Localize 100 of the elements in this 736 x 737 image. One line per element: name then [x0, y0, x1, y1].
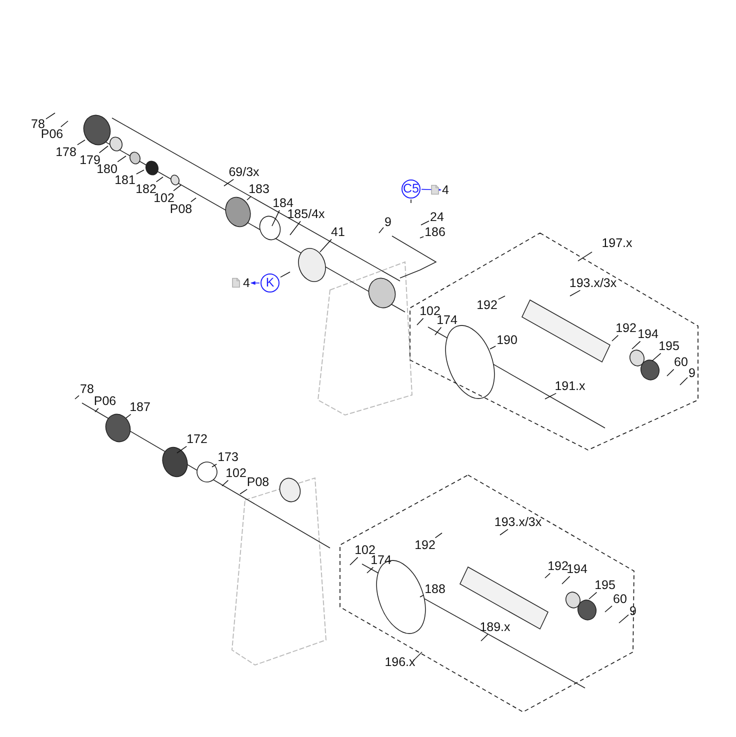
- leader-line: [173, 184, 182, 192]
- leader-line: [378, 227, 384, 234]
- leader-line: [420, 594, 424, 598]
- leader-line: [652, 352, 662, 362]
- callout-number: 41: [331, 226, 345, 238]
- callout-number: 60: [613, 592, 627, 606]
- callout-number: P06: [40, 128, 64, 140]
- leader-line: [562, 576, 570, 584]
- arrow: [421, 188, 442, 192]
- leader-line: [410, 199, 412, 204]
- leader-line: [498, 296, 506, 300]
- leader-line: [680, 377, 688, 386]
- leader-line: [74, 395, 80, 400]
- callout-number: 9: [688, 366, 696, 380]
- leader-line: [126, 414, 132, 418]
- callout-number: 173: [218, 450, 238, 464]
- leader-line: [434, 326, 442, 336]
- callout-number: 181: [114, 174, 136, 186]
- callout-number: 197.x: [602, 236, 632, 250]
- callout-number: 185/4x: [287, 208, 325, 220]
- callout-number: 182: [136, 182, 156, 196]
- leader-line: [420, 220, 430, 226]
- callout-number: 78: [80, 382, 94, 396]
- callout-number: P08: [170, 202, 192, 216]
- leader-line: [272, 210, 280, 226]
- reference-circle: C5: [402, 180, 420, 198]
- leader-line: [500, 528, 508, 536]
- arrow: [250, 281, 260, 285]
- leader-line: [320, 238, 332, 252]
- callout-number: 174: [370, 554, 392, 566]
- callout-number: 188: [424, 582, 446, 596]
- callout-number: 196.x: [384, 656, 416, 668]
- callout-number: 189.x: [480, 620, 510, 634]
- leader-line: [136, 170, 144, 174]
- leader-line: [420, 236, 424, 238]
- callout-number: 102: [226, 466, 246, 480]
- callout-number: 192: [414, 538, 436, 552]
- callout-number: 69/3x: [228, 166, 260, 178]
- leader-line: [632, 340, 641, 350]
- leader-line: [280, 272, 290, 278]
- callout-number: 9: [630, 604, 636, 618]
- leader-line: [544, 572, 550, 578]
- callout-number: 174: [436, 314, 458, 326]
- callout-number: 194: [638, 328, 658, 340]
- callout-number: 178: [56, 146, 76, 158]
- leader-line: [60, 120, 68, 128]
- leader-line: [604, 606, 612, 612]
- callout-number: 60: [674, 356, 688, 368]
- leader-line: [480, 634, 488, 642]
- callout-number: 183: [248, 182, 270, 196]
- callout-number: 195: [658, 340, 680, 352]
- callout-number: 192: [476, 298, 498, 312]
- leader-line: [94, 408, 99, 412]
- callout-number: 78: [31, 118, 45, 130]
- leader-line: [366, 566, 374, 574]
- callout-number: 102: [354, 544, 376, 556]
- leader-line: [224, 178, 234, 186]
- callout-number: 192: [616, 322, 636, 334]
- callout-number: 184: [272, 196, 294, 210]
- callout-number: 24: [430, 210, 444, 224]
- leader-line: [240, 488, 248, 494]
- callout-number: 102: [154, 192, 174, 204]
- callout-number: P08: [246, 476, 270, 488]
- callout-number: 186: [424, 226, 446, 238]
- callout-number: P06: [94, 394, 116, 408]
- callout-number: 172: [186, 432, 208, 446]
- callout-number: 195: [594, 578, 616, 592]
- callout-number: 190: [496, 334, 518, 346]
- callout-number: 187: [130, 400, 150, 414]
- callout-number: 193.x/3x: [494, 516, 542, 528]
- leader-line: [618, 614, 629, 624]
- page-reference: 4: [243, 276, 250, 290]
- leader-line: [212, 464, 217, 468]
- leader-line: [570, 290, 581, 296]
- leader-line: [222, 480, 229, 486]
- leader-line: [190, 198, 196, 202]
- leader-line: [544, 392, 556, 400]
- leader-line: [612, 334, 619, 342]
- leader-line: [176, 446, 187, 454]
- leader-line: [77, 140, 86, 146]
- leader-line: [46, 112, 56, 120]
- leader-line: [588, 592, 598, 600]
- leader-line: [246, 196, 252, 200]
- leader-line: [416, 318, 424, 326]
- leader-line: [156, 176, 164, 182]
- leader-line: [490, 346, 496, 350]
- leader-line: [350, 556, 358, 566]
- callout-number: 194: [566, 562, 588, 576]
- callout-number: 193.x/3x: [569, 276, 617, 290]
- leader-line: [434, 532, 442, 538]
- leader-line: [290, 220, 301, 236]
- leader-line: [117, 156, 126, 162]
- leader-line: [666, 368, 674, 376]
- callout-number: 191.x: [554, 380, 586, 392]
- reference-circle: K: [260, 274, 280, 292]
- assembly-outline: [340, 475, 634, 712]
- callout-number: 9: [384, 216, 392, 228]
- page-reference: 4: [442, 184, 449, 196]
- callout-number: 192: [548, 560, 568, 572]
- leader-line: [98, 146, 108, 154]
